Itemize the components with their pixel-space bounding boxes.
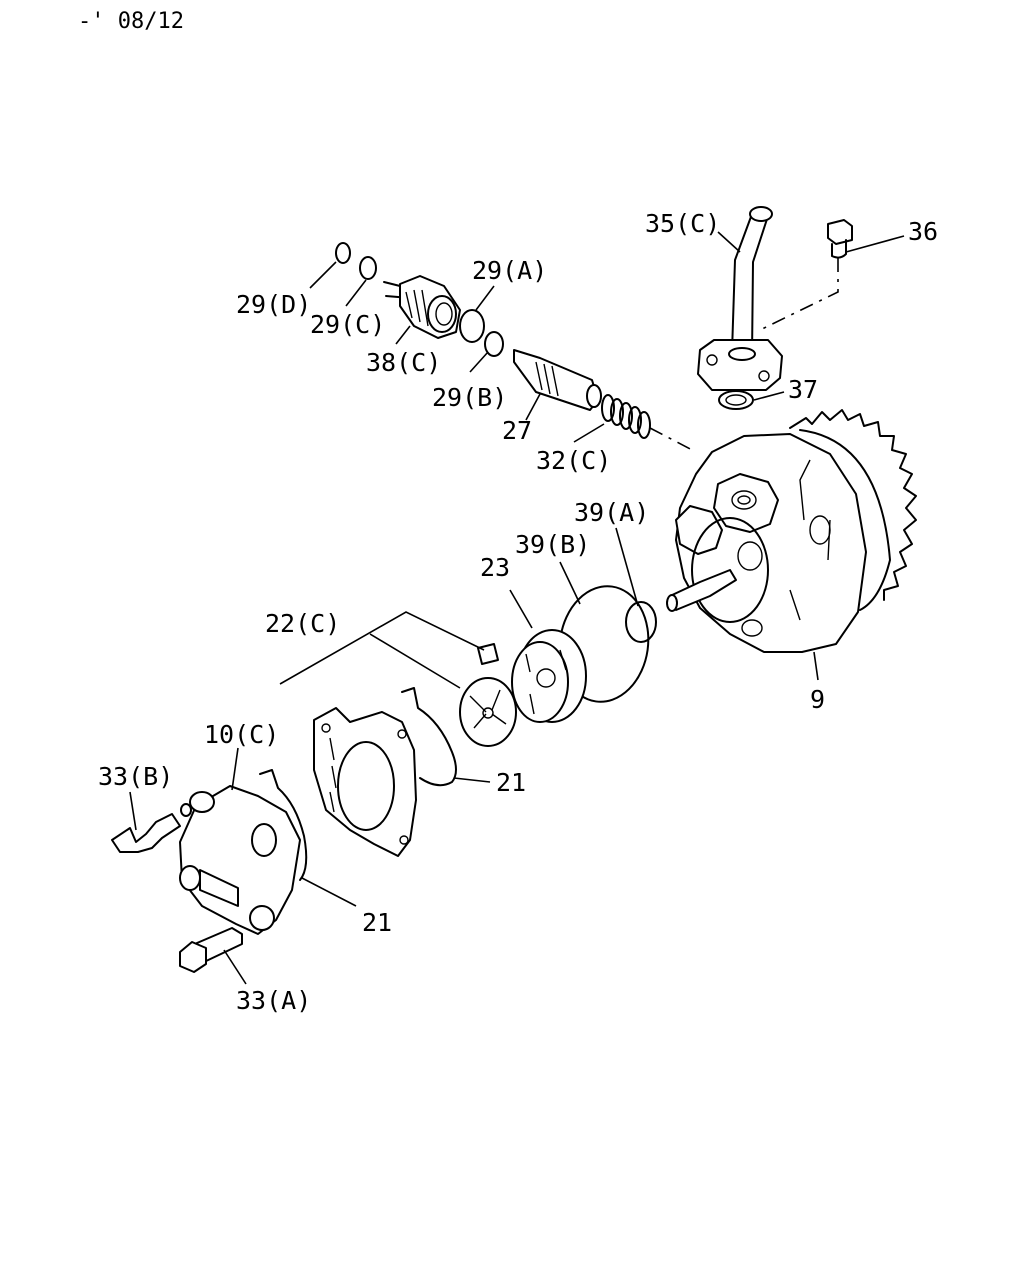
label-29a: 29(A) [472,256,547,285]
leader-22c [279,611,485,689]
part-23-rotor-plate [511,629,587,723]
label-21-upper: 21 [496,768,526,797]
part-10c-cover [179,785,301,935]
label-21-lower: 21 [362,908,392,937]
part-36-bolt [827,219,853,259]
part-39a-ring [625,601,657,643]
label-22c: 22(C) [265,609,340,638]
part-32c-spring [601,394,651,439]
part-29c-ring [359,256,377,280]
label-39a: 39(A) [574,498,649,527]
label-29d: 29(D) [236,290,311,319]
label-36: 36 [908,217,938,246]
label-27: 27 [502,416,532,445]
label-29c: 29(C) [310,310,385,339]
part-22c-vane [477,643,499,665]
label-33a: 33(A) [236,986,311,1015]
part-35c-pipe [697,206,783,391]
spring-axis-line [649,427,697,453]
part-21-gasket-upper [401,687,457,787]
part-37-washer [718,390,754,410]
date-code: -' 08/12 [78,9,184,34]
label-38c: 38(C) [366,348,441,377]
part-29d-ring [335,242,351,264]
part-38c-connector [383,275,461,339]
part-33b-stud [111,803,192,853]
part-29a-ring [459,309,485,343]
label-37: 37 [788,375,818,404]
label-10c: 10(C) [204,720,279,749]
part-9-pump-body [666,409,917,653]
label-33b: 33(B) [98,762,173,791]
label-35c: 35(C) [645,209,720,238]
label-29b: 29(B) [432,383,507,412]
part-22c-rotor [459,677,517,747]
part-21-gasket-lower [259,769,308,881]
part-33a-bolt [179,927,243,973]
bolt-leader-line [759,258,839,331]
part-cam-ring [313,707,417,857]
callout-labels: 35(C) 36 37 29(A) 29(D) 29(C) 38(C) 29(B… [98,209,938,1015]
label-39b: 39(B) [515,530,590,559]
part-29b-ring [484,331,504,357]
leader-lines [129,231,905,985]
label-23: 23 [480,553,510,582]
part-27-plunger [513,349,602,411]
label-32c: 32(C) [536,446,611,475]
label-9: 9 [810,685,825,714]
